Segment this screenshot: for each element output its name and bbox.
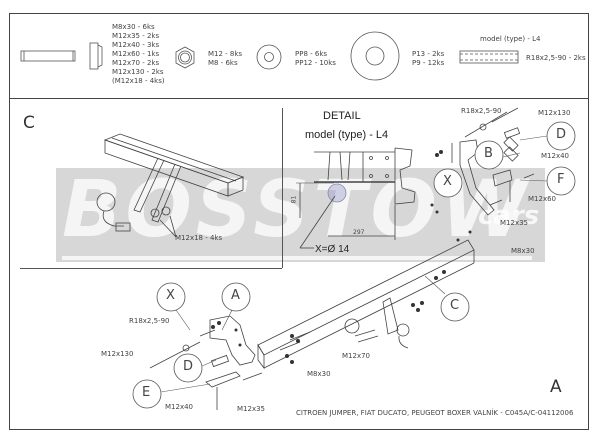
callout-letter-b: B [484,146,493,161]
callout-circles [132,121,576,409]
callout-letter-x: X [166,288,175,303]
detail-drawing [296,147,416,249]
spring-washer-list: PP8 - 6ks PP12 - 10ks [295,50,336,68]
bolt-item: M12x40 - 3ks [112,41,160,49]
bolt-item: M12x60 - 1ks [112,50,160,58]
callout-x-right [433,168,463,198]
spacer-label: R18x2,5-90 - 2ks [526,54,586,62]
large-washer-icon [350,31,400,81]
right-assembly-drawing [451,107,535,216]
m12x130-label-left: M12x130 [101,350,134,358]
m8x30-label-right: M8x30 [511,247,535,255]
r18-spacer-label-right: R18x2,5-90 [461,107,502,115]
m12x40-label-right: M12x40 [541,152,569,160]
watermark-band [56,168,545,262]
callout-e [132,379,162,409]
washer-icon [256,44,282,70]
flat-washer-list: P13 - 2ks P9 - 12ks [412,50,444,68]
section-c-divider [282,108,283,268]
watermark-underline [62,256,532,260]
m12x35-label-right: M12x35 [500,219,528,227]
washer-item: P9 - 12ks [412,59,445,67]
callout-letter-d: D [183,359,194,374]
bolt-item: M8x30 - 6ks [112,23,155,31]
bolt-item: M12x35 - 2ks [112,32,160,40]
callout-letter-x: X [443,174,452,189]
callout-letter-f: F [557,172,565,187]
callout-b [474,140,504,170]
detail-subtitle: model (type) - L4 [305,129,389,141]
detail-title: DETAIL [323,110,361,122]
nut-item: M8 - 6ks [208,59,238,67]
nut-item: M12 - 8ks [208,50,243,58]
bolt-item: M12x130 - 2ks [112,68,164,76]
sheet-letter: A [550,377,562,397]
hex-bolt-icon [20,42,103,70]
hex-nut-icon [175,46,195,69]
callout-a [221,282,251,312]
dimension-width: 297 [353,229,365,236]
drawing-caption: CITROEN JUMPER, FIAT DUCATO, PEUGEOT BOX… [296,409,574,417]
section-c-bottom-line [20,268,282,269]
callout-letter-e: E [142,385,151,400]
m12x130-label-right: M12x130 [538,109,571,117]
spacer-tube-icon [459,50,519,64]
callout-x-left [156,282,186,312]
section-c-hitch-drawing [96,133,245,238]
hole-diameter-label: X=Ø 14 [315,244,350,255]
m12x18-label: M12x18 - 4ks [175,234,223,242]
m12x70-label: M12x70 [342,352,370,360]
drawing-frame [9,13,589,430]
callout-letter-a: A [231,288,240,303]
callout-c [440,292,470,322]
m12x60-label-right: M12x60 [528,195,556,203]
r18-spacer-label-left: R18x2,5-90 [129,317,170,325]
main-crossbar-drawing [149,239,475,410]
parts-divider [9,98,589,99]
bolt-item: (M12x18 - 4ks) [112,77,165,85]
m12x35-label-left: M12x35 [237,405,265,413]
washer-item: PP8 - 6ks [295,50,328,58]
hardware-dots [211,150,472,364]
callout-letter-d: D [556,127,567,142]
callout-letter-c: C [450,298,460,313]
washer-item: PP12 - 10ks [295,59,336,67]
m8x30-label-left: M8x30 [307,370,331,378]
m12x40-label-left: M12x40 [165,403,193,411]
bolt-item: M12x70 - 2ks [112,59,160,67]
section-c-letter: C [23,113,35,133]
spacer-model-title: model (type) - L4 [480,35,541,43]
dimension-height: 81 [290,195,298,204]
callout-d-left [173,353,203,383]
bolt-list: M8x30 - 6ks M12x35 - 2ks M12x40 - 3ks M1… [112,23,165,86]
washer-item: P13 - 2ks [412,50,445,58]
nut-list: M12 - 8ks M8 - 6ks [208,50,242,68]
